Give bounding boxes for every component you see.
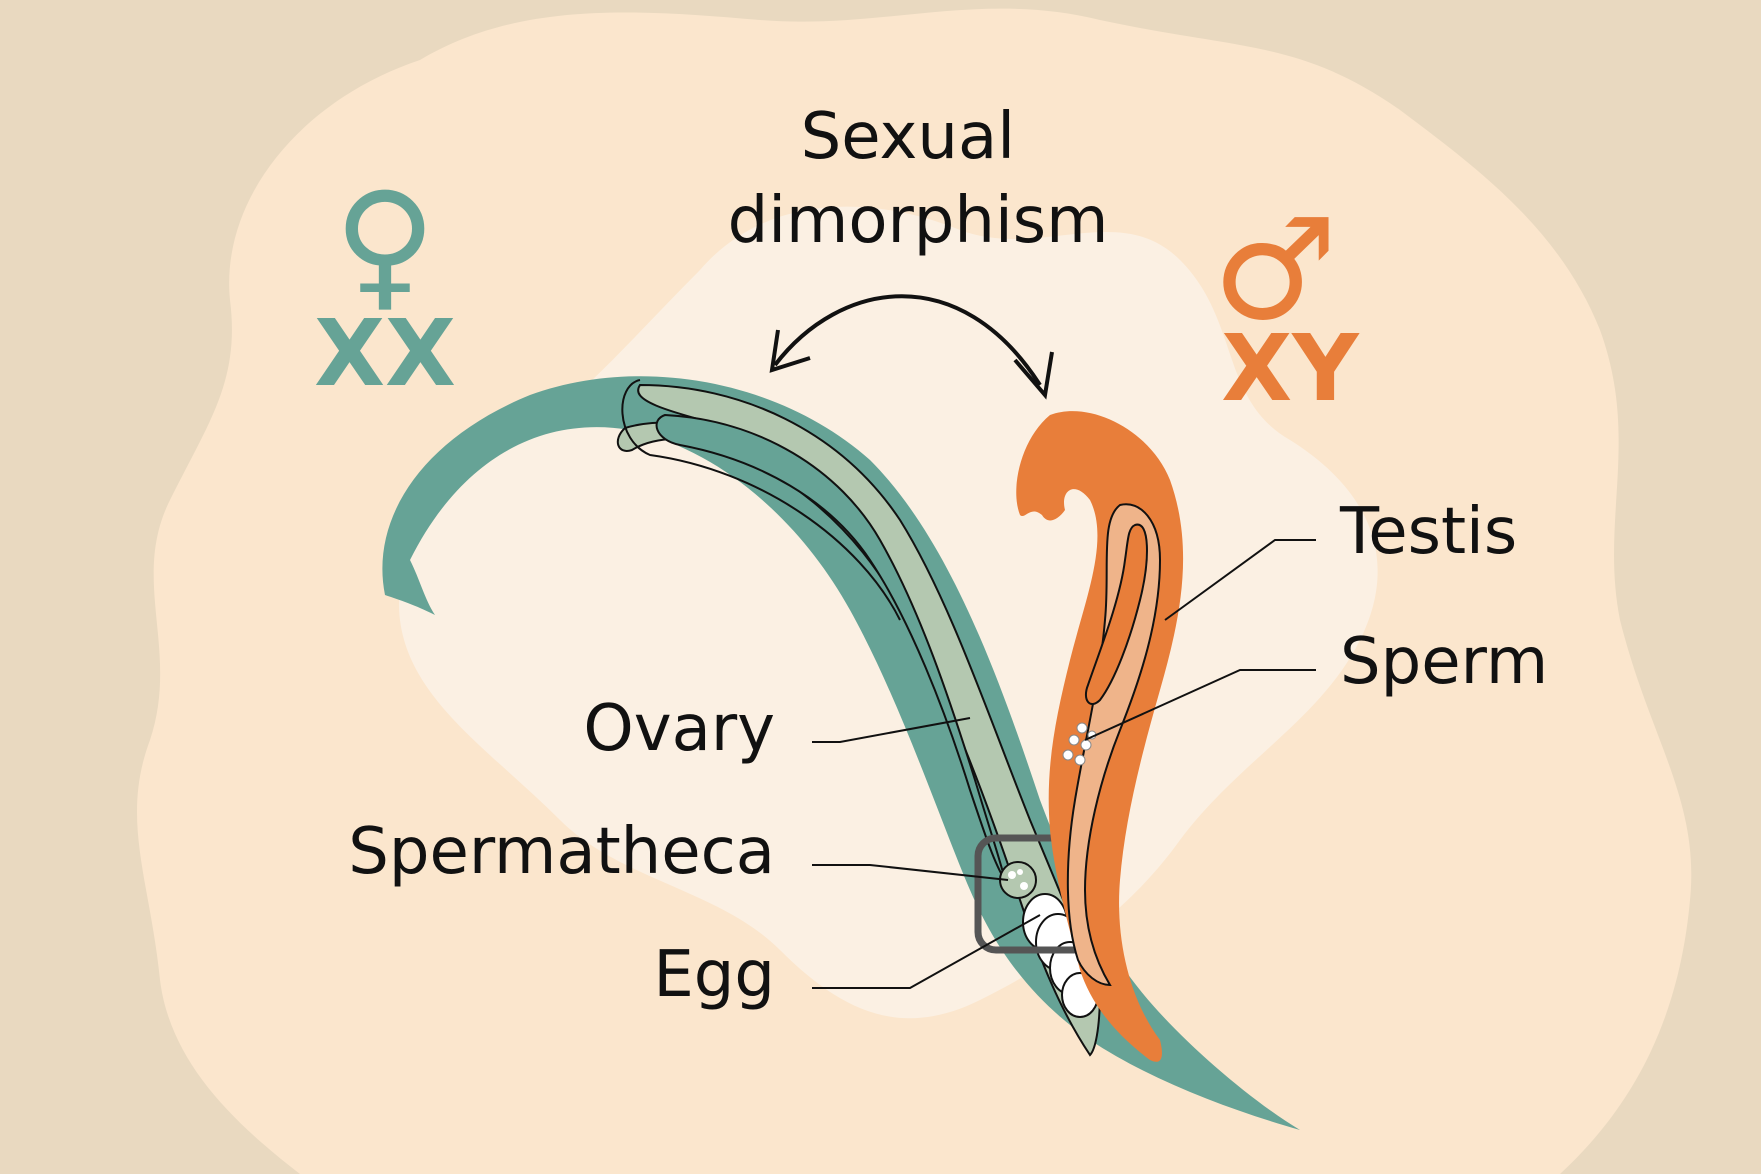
label-egg: Egg [653,938,775,1012]
label-testis: Testis [1339,495,1517,569]
female-chromosomes: XX [314,300,456,407]
diagram-title: Sexual dimorphism [728,100,1109,258]
ovary-outline [621,379,901,621]
leader-lines [812,539,1316,989]
label-sperm: Sperm [1340,625,1548,699]
leader-testis [1164,539,1316,621]
sperm-cell [1074,754,1086,766]
male-chromosomes: XY [1221,315,1360,422]
spermatheca-cell [1017,869,1023,875]
female-worm [382,376,1300,1130]
spermatheca-cells [999,861,1037,899]
testis-loop [1084,523,1148,705]
label-ovary: Ovary [583,692,775,766]
diagram-title-line-2: dimorphism [728,184,1109,258]
diagram-title-line-1: Sexual [801,100,1015,174]
leader-sperm [1084,669,1316,741]
spermatheca-cell [1020,882,1028,890]
male-symbol: ♂ [1212,189,1338,352]
label-spermatheca: Spermatheca [348,815,775,889]
female-symbol: ♀ [334,163,437,326]
arrow-head-left [769,329,811,373]
dimorphism-arrow [769,294,1054,400]
ovary-inner-strip [655,413,1006,881]
sperm-cell [1076,722,1088,734]
sperm-cell [1062,749,1074,761]
male-worm [1016,411,1184,1062]
arrow-curve [773,294,1042,387]
sperm-cells [1062,722,1097,766]
leader-ovary [812,717,971,743]
spermatheca-cell [1008,871,1016,879]
leader-egg [812,914,1041,989]
arrow-head-right [1013,351,1054,400]
leader-spermatheca [812,864,1009,881]
sperm-cell [1080,739,1092,751]
sperm-cell [1068,734,1080,746]
